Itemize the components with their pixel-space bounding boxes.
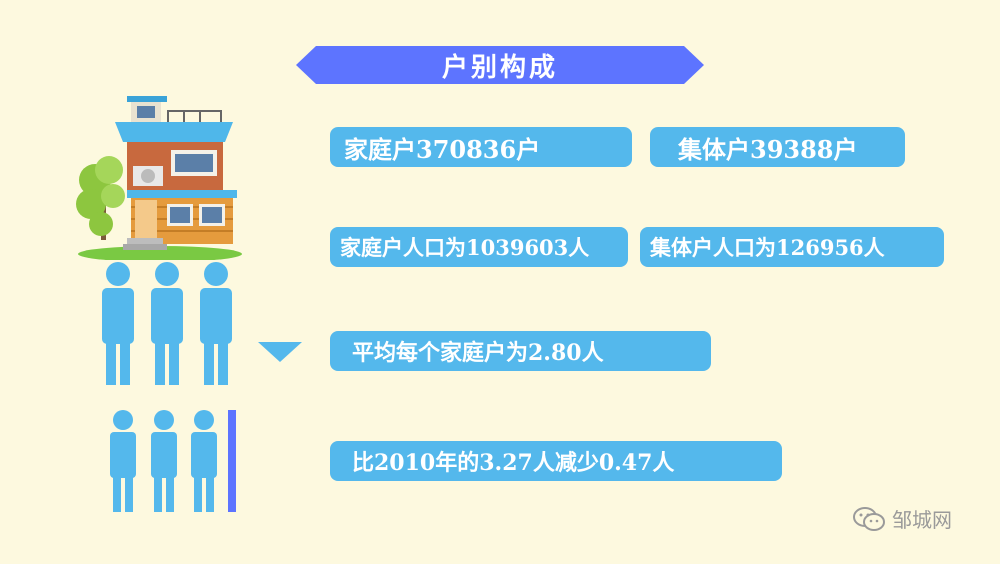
people-group-bottom — [110, 410, 236, 512]
page-title: 户别构成 — [441, 52, 558, 83]
family-population-pill: 家庭户人口为1039603人 — [330, 227, 628, 267]
down-arrow-icon — [258, 342, 302, 362]
house-icon — [76, 96, 242, 260]
person-icon — [191, 410, 217, 512]
person-icon — [200, 262, 232, 385]
wechat-icon — [853, 506, 885, 531]
watermark-text: 邹城网 — [892, 508, 952, 532]
person-icon-partial — [228, 410, 236, 512]
title-banner: 户别构成 — [296, 46, 704, 84]
compare-2010-pill: 比2010年的3.27人减少0.47人 — [330, 441, 782, 481]
collective-population-pill: 集体户人口为126956人 — [640, 227, 944, 267]
person-icon — [151, 262, 183, 385]
collective-households-pill: 集体户39388户 — [650, 127, 905, 167]
avg-per-household-pill: 平均每个家庭户为2.80人 — [330, 331, 711, 371]
watermark: 邹城网 — [852, 504, 952, 533]
person-icon — [102, 262, 134, 385]
people-group-top — [102, 262, 232, 385]
person-icon — [110, 410, 136, 512]
person-icon — [151, 410, 177, 512]
family-households-pill: 家庭户370836户 — [330, 127, 632, 167]
